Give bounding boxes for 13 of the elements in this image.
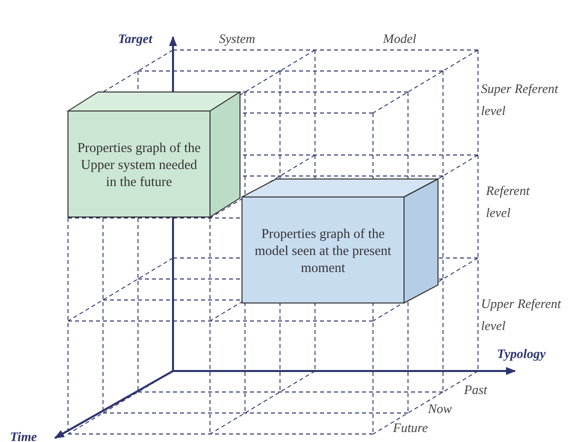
level-label: Referent level [486, 182, 531, 222]
level-label: Super Referent level [481, 80, 560, 120]
column-label: System [219, 30, 256, 48]
axis-label: Time [10, 428, 37, 442]
box-text: Properties graph of the model seen at the present moment [254, 224, 392, 276]
depth-label: Past [464, 381, 488, 399]
depth-label: Future [393, 419, 428, 437]
axis-label: Typology [497, 345, 546, 363]
level-label: Upper Referent level [481, 295, 562, 335]
box-text: Properties graph of the Upper system needed in the future [76, 138, 202, 190]
depth-label: Now [428, 400, 452, 418]
column-label: Model [383, 30, 416, 48]
axis-label: Target [118, 30, 152, 48]
